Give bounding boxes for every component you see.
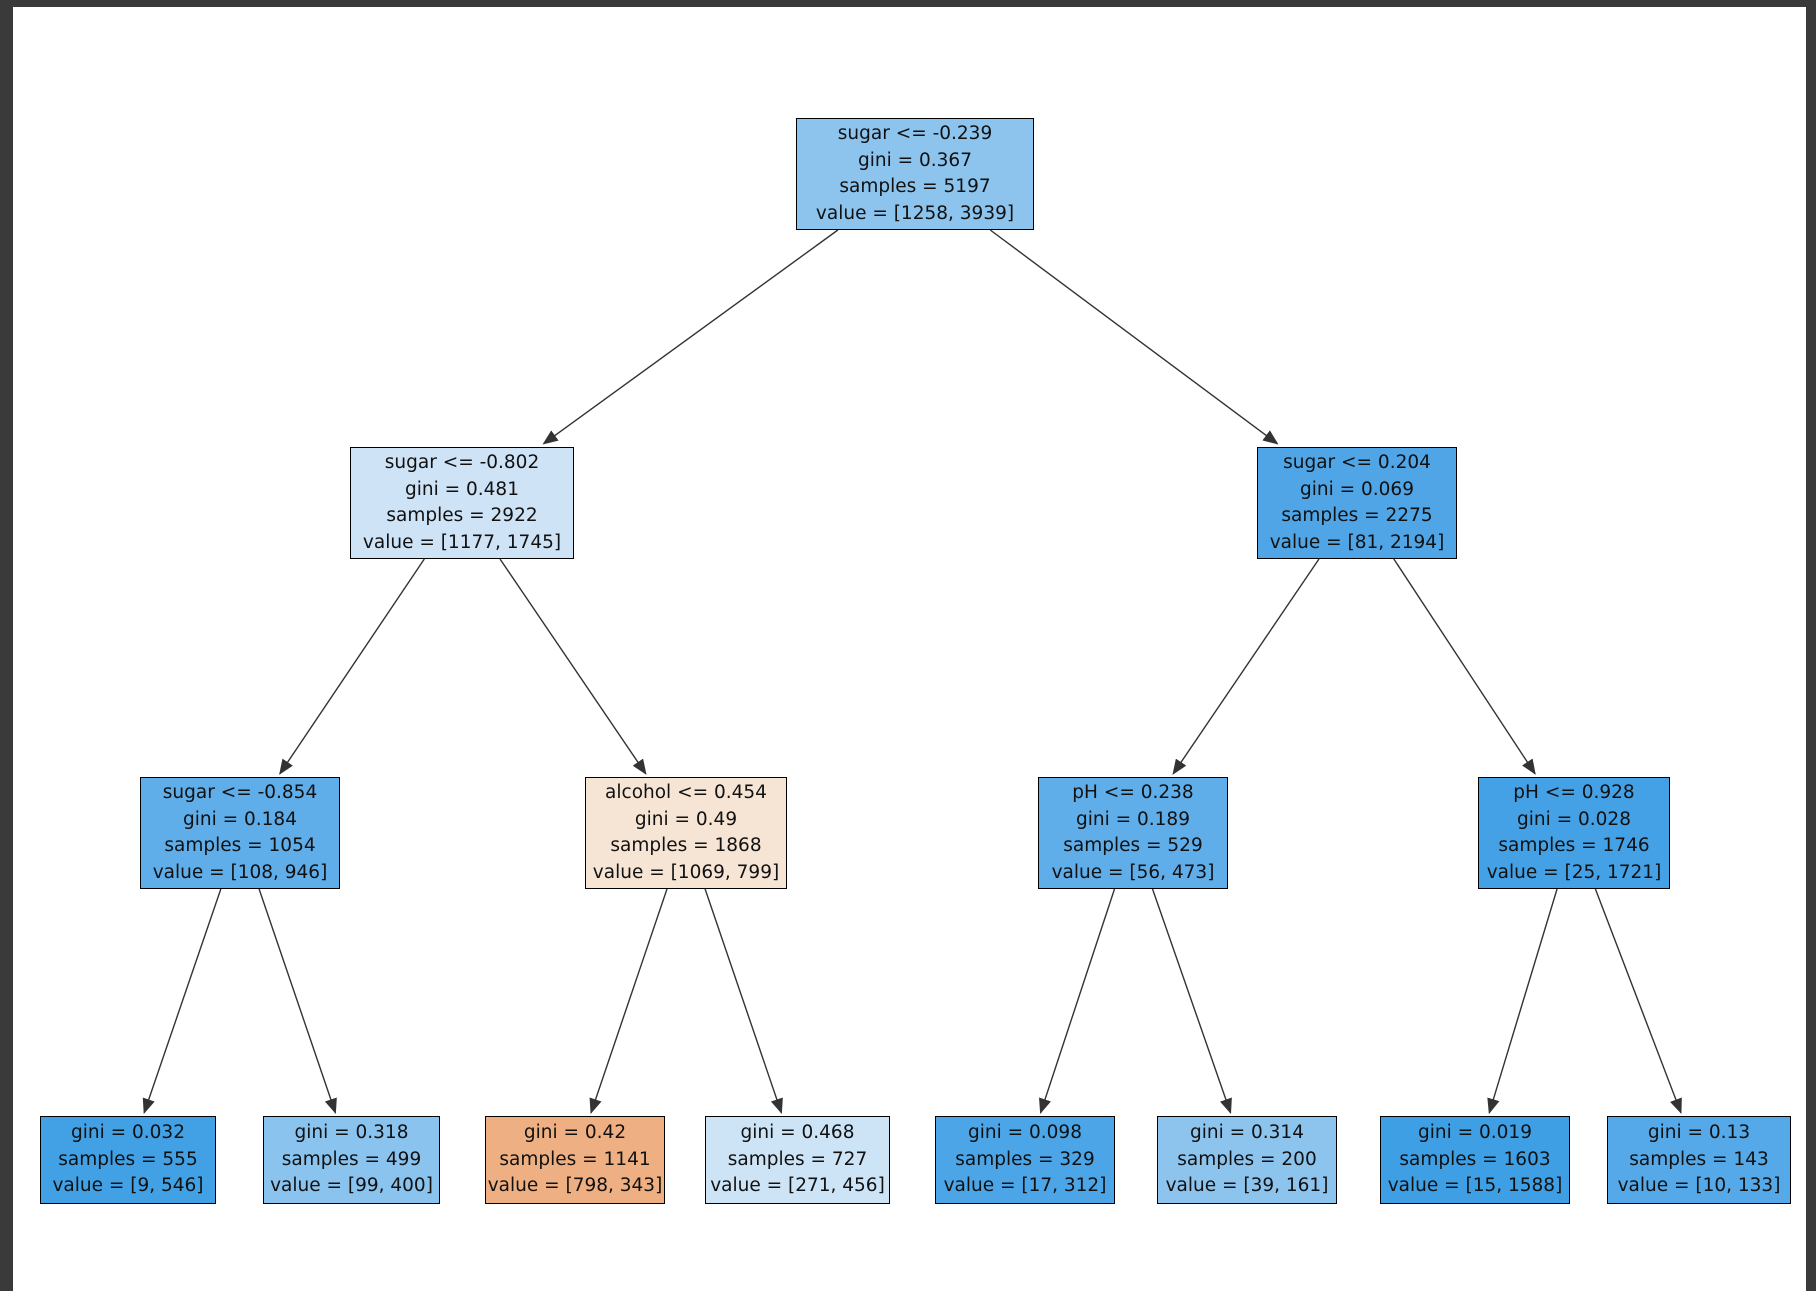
tree-leaf-9: gini = 0.42 samples = 1141 value = [798,… bbox=[485, 1116, 665, 1204]
tree-edge bbox=[1151, 888, 1232, 1115]
tree-leaf-12: gini = 0.314 samples = 200 value = [39, … bbox=[1157, 1116, 1337, 1204]
tree-edge bbox=[1172, 558, 1320, 775]
tree-node-3: sugar <= -0.854 gini = 0.184 samples = 1… bbox=[140, 777, 340, 889]
tree-leaf-11: gini = 0.098 samples = 329 value = [17, … bbox=[935, 1116, 1115, 1204]
tree-edge bbox=[258, 888, 337, 1115]
tree-node-4: alcohol <= 0.454 gini = 0.49 samples = 1… bbox=[585, 777, 787, 889]
tree-edge bbox=[1487, 888, 1558, 1115]
tree-edge bbox=[1594, 888, 1682, 1115]
tree-leaf-7: gini = 0.032 samples = 555 value = [9, 5… bbox=[40, 1116, 216, 1204]
tree-edge bbox=[1039, 888, 1116, 1115]
tree-node-root: sugar <= -0.239 gini = 0.367 samples = 5… bbox=[796, 118, 1034, 230]
tree-edge bbox=[989, 229, 1279, 445]
tree-leaf-14: gini = 0.13 samples = 143 value = [10, 1… bbox=[1607, 1116, 1791, 1204]
tree-edge bbox=[279, 558, 425, 775]
window-frame-right bbox=[1806, 0, 1816, 1291]
tree-edge bbox=[542, 229, 839, 445]
tree-edge bbox=[589, 888, 668, 1115]
window-frame-left bbox=[0, 0, 13, 1291]
tree-edge bbox=[499, 558, 647, 775]
tree-node-6: pH <= 0.928 gini = 0.028 samples = 1746 … bbox=[1478, 777, 1670, 889]
window-frame-top bbox=[0, 0, 1816, 7]
tree-edge bbox=[704, 888, 783, 1115]
tree-leaf-8: gini = 0.318 samples = 499 value = [99, … bbox=[263, 1116, 440, 1204]
tree-leaf-13: gini = 0.019 samples = 1603 value = [15,… bbox=[1380, 1116, 1570, 1204]
tree-node-5: pH <= 0.238 gini = 0.189 samples = 529 v… bbox=[1038, 777, 1228, 889]
tree-leaf-10: gini = 0.468 samples = 727 value = [271,… bbox=[705, 1116, 890, 1204]
tree-edge bbox=[1393, 558, 1536, 775]
tree-edge bbox=[142, 888, 222, 1115]
tree-node-1: sugar <= -0.802 gini = 0.481 samples = 2… bbox=[350, 447, 574, 559]
tree-node-2: sugar <= 0.204 gini = 0.069 samples = 22… bbox=[1257, 447, 1457, 559]
